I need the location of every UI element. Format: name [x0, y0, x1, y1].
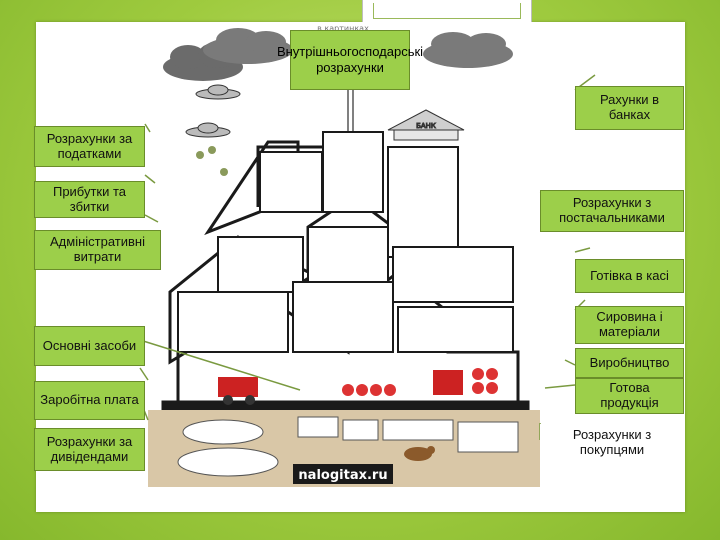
footer-bar	[293, 464, 393, 484]
cow-icon	[404, 446, 435, 461]
watermark: в картинках	[317, 24, 369, 33]
cloud-right	[423, 32, 513, 68]
label-admin-expenses: Адміністративні витрати	[34, 230, 161, 270]
label-fixed-assets: Основні засоби	[34, 326, 145, 366]
money-bag-icon	[196, 146, 228, 176]
label-profit-loss: Прибутки та збитки	[34, 181, 145, 218]
house-floors	[177, 131, 514, 353]
label-raw-materials: Сировина і матеріали	[575, 306, 684, 344]
label-salary: Заробітна плата	[34, 381, 145, 420]
bank-building: БАНК	[387, 109, 465, 141]
label-supplier-settlements: Розрахунки з постачальниками	[540, 190, 684, 232]
bank-sign: БАНК	[416, 122, 436, 130]
ufo-icon	[185, 84, 241, 138]
footer-brand: nalogitax.ru	[298, 468, 387, 483]
label-cash-on-hand: Готівка в касі	[575, 259, 684, 293]
label-dividends: Розрахунки за дивідендами	[34, 428, 145, 471]
label-bank-accounts: Рахунки в банках	[575, 86, 684, 130]
title-label: Внутрішньогосподарські розрахунки	[277, 30, 423, 90]
label-tax-settlements: Розрахунки за податками	[34, 126, 145, 167]
label-finished-goods: Готова продукція	[575, 378, 684, 414]
underground-vaults	[177, 416, 519, 477]
label-customer-settlements: Розрахунки з покупцями	[540, 424, 684, 462]
top-decor-box	[362, 0, 532, 23]
accounting-house-illustration: БАНК na	[148, 22, 540, 487]
label-production: Виробництво	[575, 348, 684, 378]
cloud-center	[203, 28, 293, 64]
